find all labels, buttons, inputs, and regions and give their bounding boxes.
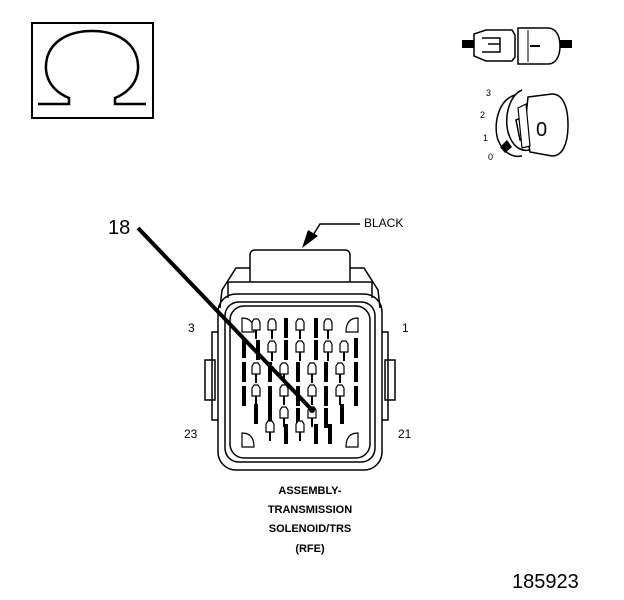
terminal-cavity bbox=[295, 420, 305, 441]
terminal-slot bbox=[284, 318, 288, 338]
terminal-cavity bbox=[267, 340, 277, 361]
key-label: 0 bbox=[536, 119, 547, 141]
ohmmeter-box bbox=[31, 22, 154, 119]
terminal-slot bbox=[314, 318, 318, 338]
terminal-slot bbox=[340, 404, 344, 424]
terminal-cavity bbox=[251, 362, 261, 383]
wire-color-label: BLACK bbox=[364, 216, 403, 230]
key-position-0: 0 bbox=[488, 152, 493, 162]
terminal-slot bbox=[296, 408, 300, 428]
terminal-cavity bbox=[265, 420, 275, 441]
terminal-slot bbox=[254, 404, 258, 424]
caption-line-1: ASSEMBLY- bbox=[278, 485, 342, 497]
terminal-cavity bbox=[323, 340, 333, 361]
terminal-slot bbox=[314, 340, 318, 360]
caption-line-2: TRANSMISSION bbox=[268, 504, 352, 516]
pin-18-label: 18 bbox=[108, 217, 130, 239]
terminal-slot bbox=[284, 340, 288, 360]
terminal-slot bbox=[268, 362, 272, 382]
terminal-cavity bbox=[335, 384, 345, 405]
terminal-slot bbox=[354, 338, 358, 358]
test-probe-icon bbox=[462, 27, 572, 65]
terminal-slot bbox=[324, 386, 328, 406]
terminal-slot bbox=[324, 408, 328, 428]
terminal-cavity bbox=[307, 362, 317, 383]
connector-body bbox=[204, 249, 396, 471]
keyway-cavity bbox=[345, 317, 359, 333]
key-position-1: 1 bbox=[483, 133, 488, 143]
terminal-cavity bbox=[295, 318, 305, 339]
terminal-slot bbox=[324, 362, 328, 382]
terminal-cavity bbox=[251, 384, 261, 405]
terminal-cavity bbox=[335, 362, 345, 383]
connector-caption: ASSEMBLY- TRANSMISSION SOLENOID/TRS (RFE… bbox=[268, 485, 352, 555]
terminal-slot bbox=[242, 386, 246, 406]
terminal-cavity bbox=[295, 340, 305, 361]
figure-number: 185923 bbox=[512, 571, 579, 593]
caption-line-4: (RFE) bbox=[295, 543, 325, 555]
terminal-cavity bbox=[307, 384, 317, 405]
caption-line-3: SOLENOID/TRS bbox=[269, 523, 352, 535]
keyway-cavity bbox=[345, 432, 359, 448]
ignition-key-icon: 3 2 1 0 0 bbox=[480, 88, 569, 162]
keyway-cavity bbox=[241, 432, 255, 448]
terminal-slot bbox=[314, 424, 318, 444]
pin-label-top-right: 1 bbox=[402, 321, 409, 335]
pin-label-bottom-right: 21 bbox=[398, 427, 412, 441]
pin-label-top-left: 3 bbox=[188, 321, 195, 335]
pin-label-bottom-left: 23 bbox=[184, 427, 198, 441]
terminal-cavities bbox=[241, 317, 359, 448]
terminal-cavity bbox=[339, 340, 349, 361]
terminal-cavity bbox=[323, 318, 333, 339]
terminal-cavity bbox=[279, 406, 289, 427]
terminal-slot bbox=[296, 362, 300, 382]
terminal-slot bbox=[328, 424, 332, 444]
key-position-3: 3 bbox=[486, 88, 491, 98]
terminal-slot bbox=[354, 386, 358, 406]
omega-icon bbox=[38, 29, 146, 106]
terminal-slot bbox=[242, 362, 246, 382]
terminal-slot bbox=[268, 386, 272, 406]
pin-18-callout: 18 bbox=[108, 217, 315, 413]
terminal-cavity bbox=[267, 318, 277, 339]
key-position-2: 2 bbox=[480, 110, 485, 120]
terminal-slot bbox=[242, 338, 246, 358]
wire-color-callout: BLACK bbox=[302, 216, 403, 248]
terminal-slot bbox=[256, 340, 260, 360]
terminal-cavity bbox=[279, 384, 289, 405]
terminal-slot bbox=[284, 424, 288, 444]
terminal-slot bbox=[354, 362, 358, 382]
terminal-cavity bbox=[251, 318, 261, 339]
terminal-slot bbox=[268, 406, 272, 426]
